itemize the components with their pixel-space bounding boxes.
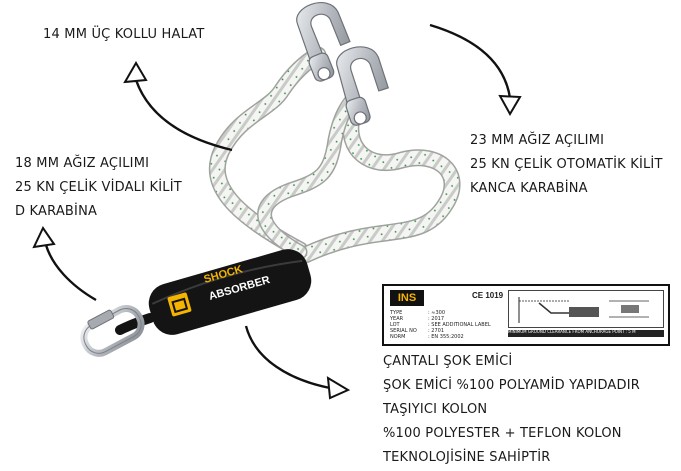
callout-line: 18 MM AĞIZ AÇILIMI — [15, 156, 150, 171]
snap-hook-upper — [296, 1, 351, 82]
callout-line: 25 KN ÇELİK OTOMATİK KİLİT — [470, 157, 663, 172]
snap-hook-lower — [336, 46, 390, 126]
callout-d-carabiner: 18 MM AĞIZ AÇILIMI 25 KN ÇELİK VİDALI Kİ… — [15, 152, 182, 224]
ce-mark: CE 1019 — [472, 291, 504, 300]
callout-line: 14 MM ÜÇ KOLLU HALAT — [43, 27, 205, 42]
callout-line: ÇANTALI ŞOK EMİCİ — [383, 354, 513, 369]
brand-logo: INS — [390, 290, 424, 306]
absorber-badge — [167, 292, 192, 317]
clearance-diagram — [508, 290, 664, 328]
clearance-warning: MINIMUM GROUND CLEARANCE FROM ANCHORAGE … — [508, 330, 664, 337]
callout-rope: 14 MM ÜÇ KOLLU HALAT — [43, 23, 205, 47]
spec-row: SERIAL NO: 2701 — [390, 328, 444, 334]
callout-line: D KARABİNA — [15, 204, 98, 219]
callout-line: ŞOK EMİCİ %100 POLYAMİD YAPIDADIR — [383, 378, 641, 393]
callout-line: TAŞIYICI KOLON — [383, 402, 488, 417]
d-carabiner — [80, 304, 145, 357]
callout-snap-hook: 23 MM AĞIZ AÇILIMI 25 KN ÇELİK OTOMATİK … — [470, 129, 663, 201]
arrow-to-carabiner — [44, 244, 97, 302]
arrow-to-absorber — [244, 325, 331, 390]
spec-row: LOT: SEE ADDITIONAL LABEL — [390, 322, 491, 328]
spec-row: NORM: EN 355:2002 — [390, 334, 464, 340]
callout-line: 23 MM AĞIZ AÇILIMI — [470, 133, 605, 148]
callout-line: TEKNOLOJİSİNE SAHİPTİR — [383, 450, 551, 465]
callout-line: %100 POLYESTER + TEFLON KOLON — [383, 426, 622, 441]
arrow-to-hooks — [429, 23, 512, 99]
shock-absorber-bag — [148, 249, 312, 335]
arrow-to-rope — [134, 79, 233, 152]
spec-row: TYPE: ≈300 — [390, 310, 446, 316]
spec-row: YEAR: 2017 — [390, 316, 444, 322]
callout-shock-absorber: ÇANTALI ŞOK EMİCİ ŞOK EMİCİ %100 POLYAMİ… — [383, 350, 640, 470]
callout-line: 25 KN ÇELİK VİDALI KİLİT — [15, 180, 182, 195]
product-label: INS CE 1019 TYPE: ≈300 YEAR: 2017 LOT: S… — [382, 284, 670, 346]
callout-line: KANCA KARABİNA — [470, 181, 588, 196]
